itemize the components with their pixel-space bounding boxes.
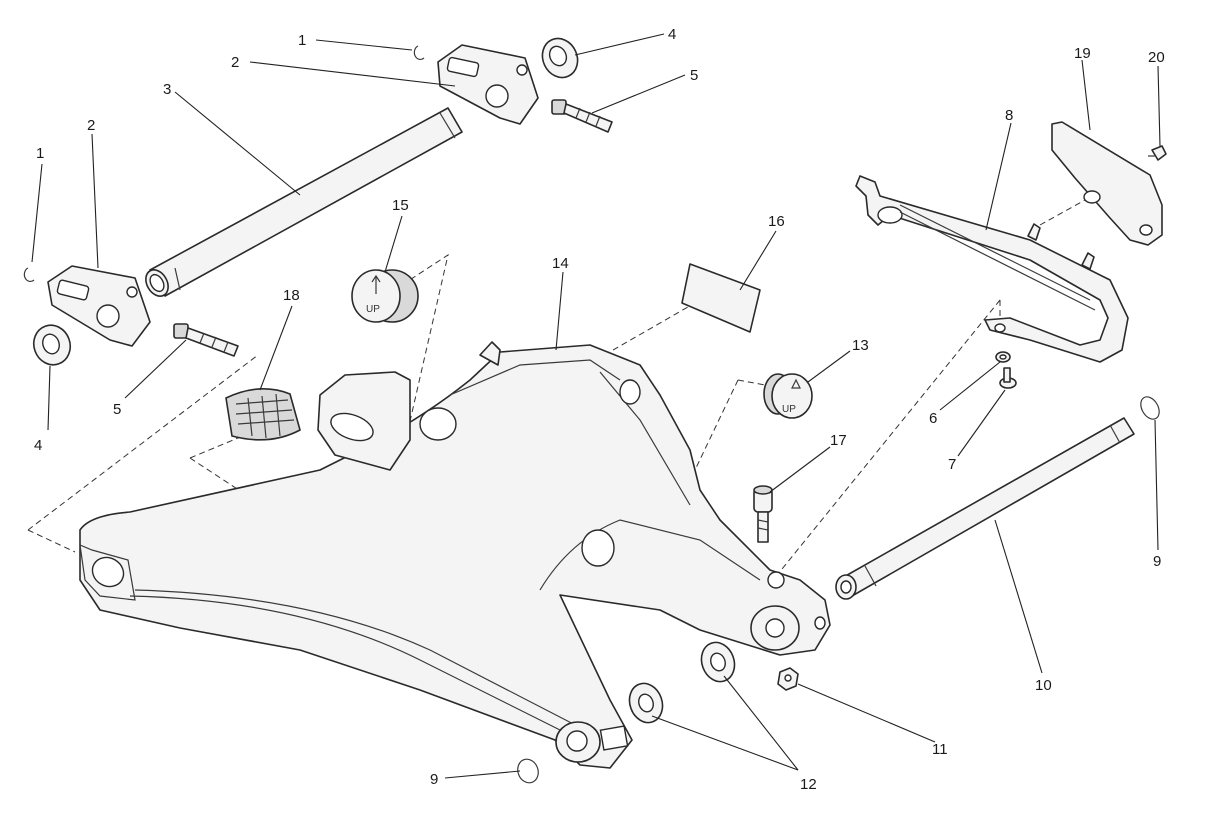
adjuster-bolt-left [173, 323, 239, 357]
circlip-9-right [1140, 396, 1160, 420]
rubber-pad [225, 388, 301, 441]
callout-1-left: 1 [36, 145, 44, 162]
circlip-left [23, 267, 35, 283]
callout-5-top: 5 [690, 67, 698, 84]
chain-guard [855, 175, 1129, 363]
washers-12 [628, 641, 736, 724]
callout-3: 3 [163, 81, 171, 98]
callout-20: 20 [1148, 49, 1165, 66]
callout-9-right: 9 [1153, 553, 1161, 570]
screw-17 [753, 485, 773, 543]
callout-labels: 1 2 3 4 5 1 2 4 5 15 18 14 16 13 17 8 19… [34, 26, 1165, 793]
plug-up-stamp-15: UP [366, 304, 380, 315]
callout-2-top: 2 [231, 54, 239, 71]
plug-13: UP [763, 373, 813, 419]
callout-15: 15 [392, 197, 409, 214]
callout-1-top: 1 [298, 32, 306, 49]
callout-10: 10 [1035, 677, 1052, 694]
screw-7 [999, 367, 1017, 389]
nut-top [541, 37, 579, 79]
adjuster-bolt-top [551, 99, 613, 133]
callout-17: 17 [830, 432, 847, 449]
sticker-plate [681, 263, 761, 333]
chain-adjuster-plate-left [47, 265, 151, 347]
wheel-axle [835, 417, 1135, 600]
nut-11 [777, 667, 799, 691]
pivot-tube [145, 107, 463, 297]
callout-12: 12 [800, 776, 817, 793]
callout-4-left: 4 [34, 437, 42, 454]
callout-18: 18 [283, 287, 300, 304]
chain-adjuster-plate-top [437, 44, 539, 125]
callout-9-bottom: 9 [430, 771, 438, 788]
callout-11: 11 [932, 741, 948, 758]
plug-15: UP [351, 269, 419, 323]
circlip-9-bottom [517, 758, 539, 784]
chain-guard-cover [1051, 121, 1163, 246]
callout-7: 7 [948, 456, 956, 473]
circlip-top [413, 45, 425, 61]
callout-8: 8 [1005, 107, 1013, 124]
nut-left [32, 324, 72, 366]
plug-up-stamp-13: UP [782, 404, 796, 415]
washer-6 [995, 351, 1011, 363]
callout-6: 6 [929, 410, 937, 427]
callout-16: 16 [768, 213, 785, 230]
swingarm-body [79, 341, 831, 769]
screw-20 [1148, 145, 1167, 161]
callout-19: 19 [1074, 45, 1091, 62]
callout-4-top: 4 [668, 26, 676, 43]
callout-13: 13 [852, 337, 869, 354]
leader-lines [31, 33, 1161, 779]
callout-14: 14 [552, 255, 569, 272]
callout-5-left: 5 [113, 401, 121, 418]
callout-2-left: 2 [87, 117, 95, 134]
